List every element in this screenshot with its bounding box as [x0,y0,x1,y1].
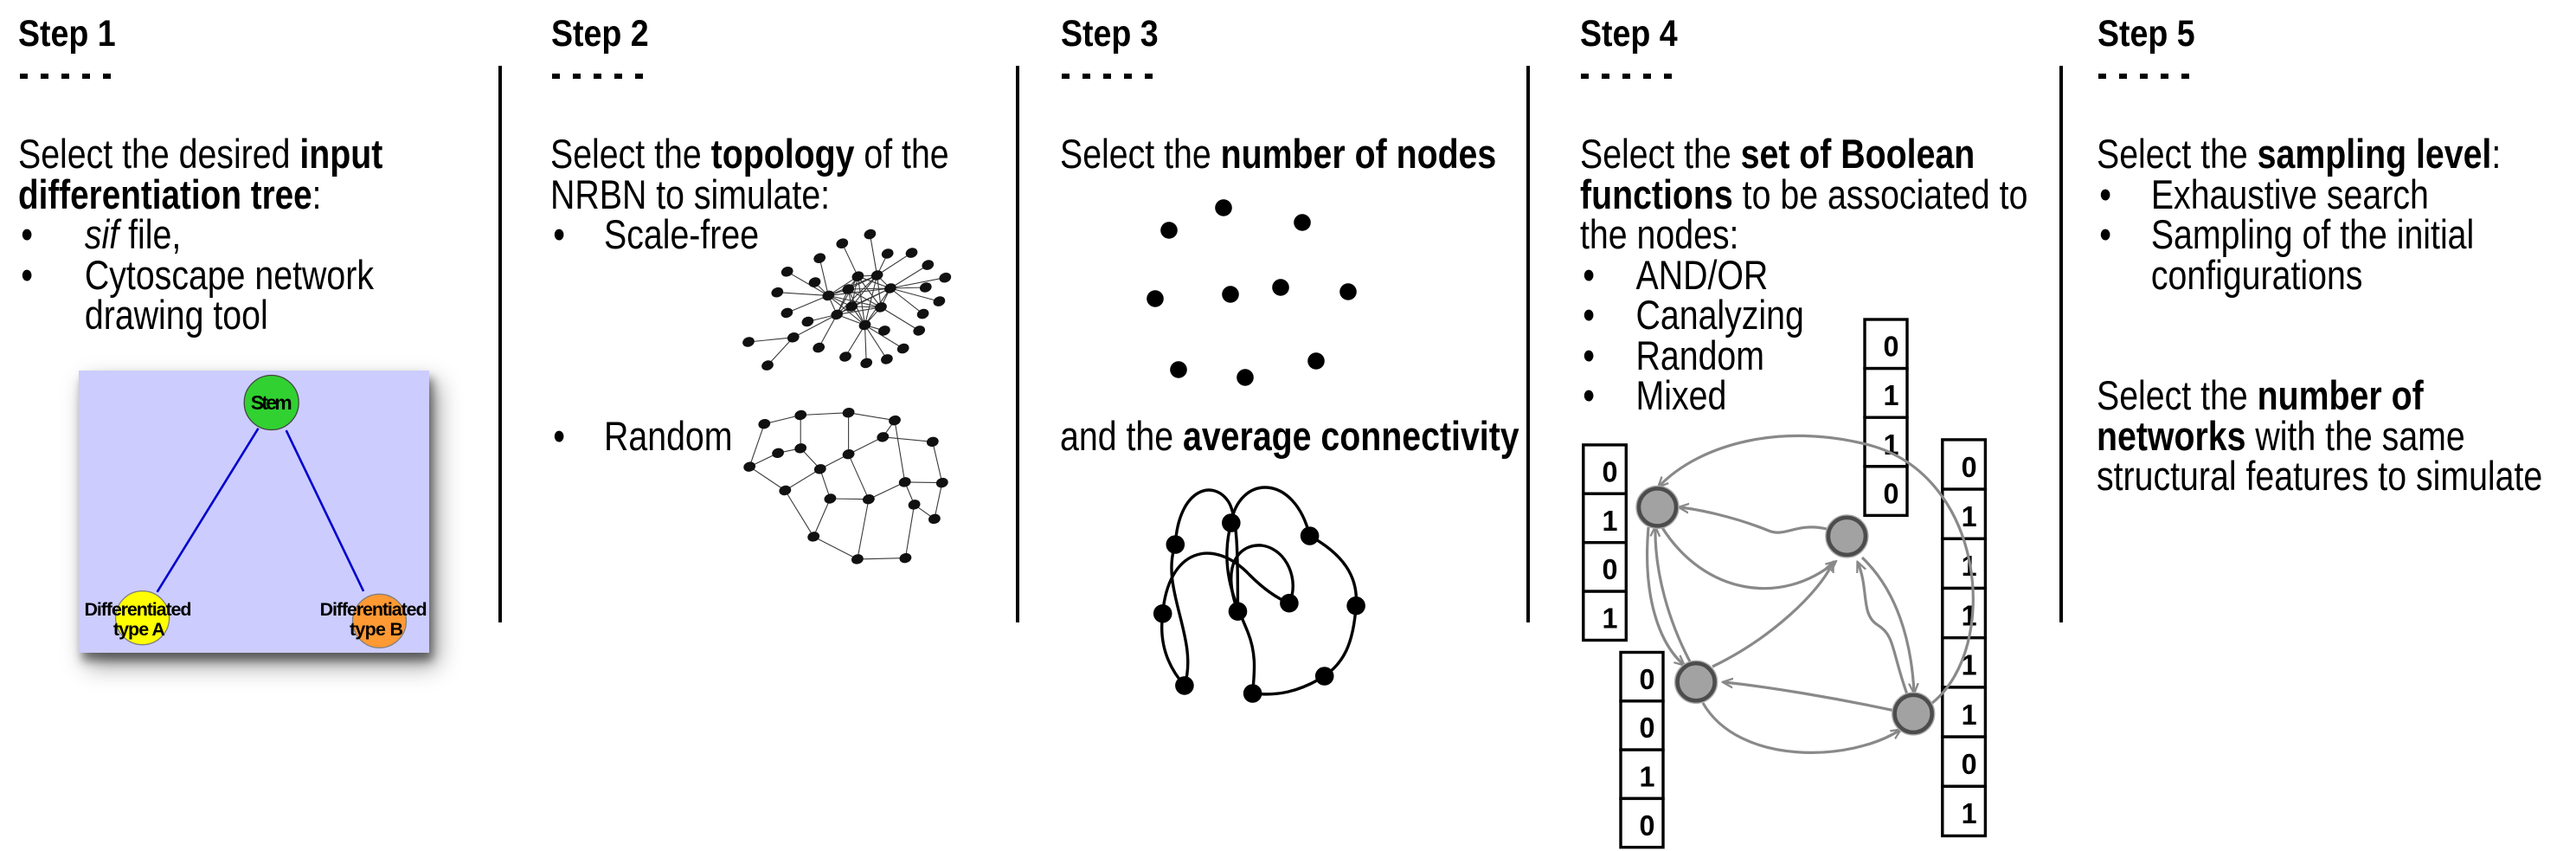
svg-text:0: 0 [1640,809,1655,841]
svg-text:0: 0 [1603,455,1618,487]
svg-text:1: 1 [1962,797,1977,829]
svg-text:1: 1 [1962,699,1977,731]
svg-text:0: 0 [1962,748,1977,780]
svg-text:0: 0 [1640,712,1655,744]
svg-text:1: 1 [1962,649,1977,681]
svg-text:1: 1 [1603,603,1618,635]
svg-text:0: 0 [1603,553,1618,585]
svg-text:0: 0 [1640,663,1655,695]
svg-text:0: 0 [1884,477,1899,509]
svg-text:Differentiated: Differentiated [85,599,192,620]
svg-text:0: 0 [1884,331,1899,363]
svg-text:Differentiated: Differentiated [320,599,427,620]
svg-text:type A: type A [113,619,165,640]
svg-text:1: 1 [1640,761,1655,793]
svg-text:1: 1 [1962,500,1977,532]
svg-text:Stem: Stem [251,391,292,414]
svg-text:1: 1 [1884,379,1899,411]
svg-text:type B: type B [350,619,403,640]
svg-text:1: 1 [1603,505,1618,537]
svg-text:0: 0 [1962,451,1977,483]
